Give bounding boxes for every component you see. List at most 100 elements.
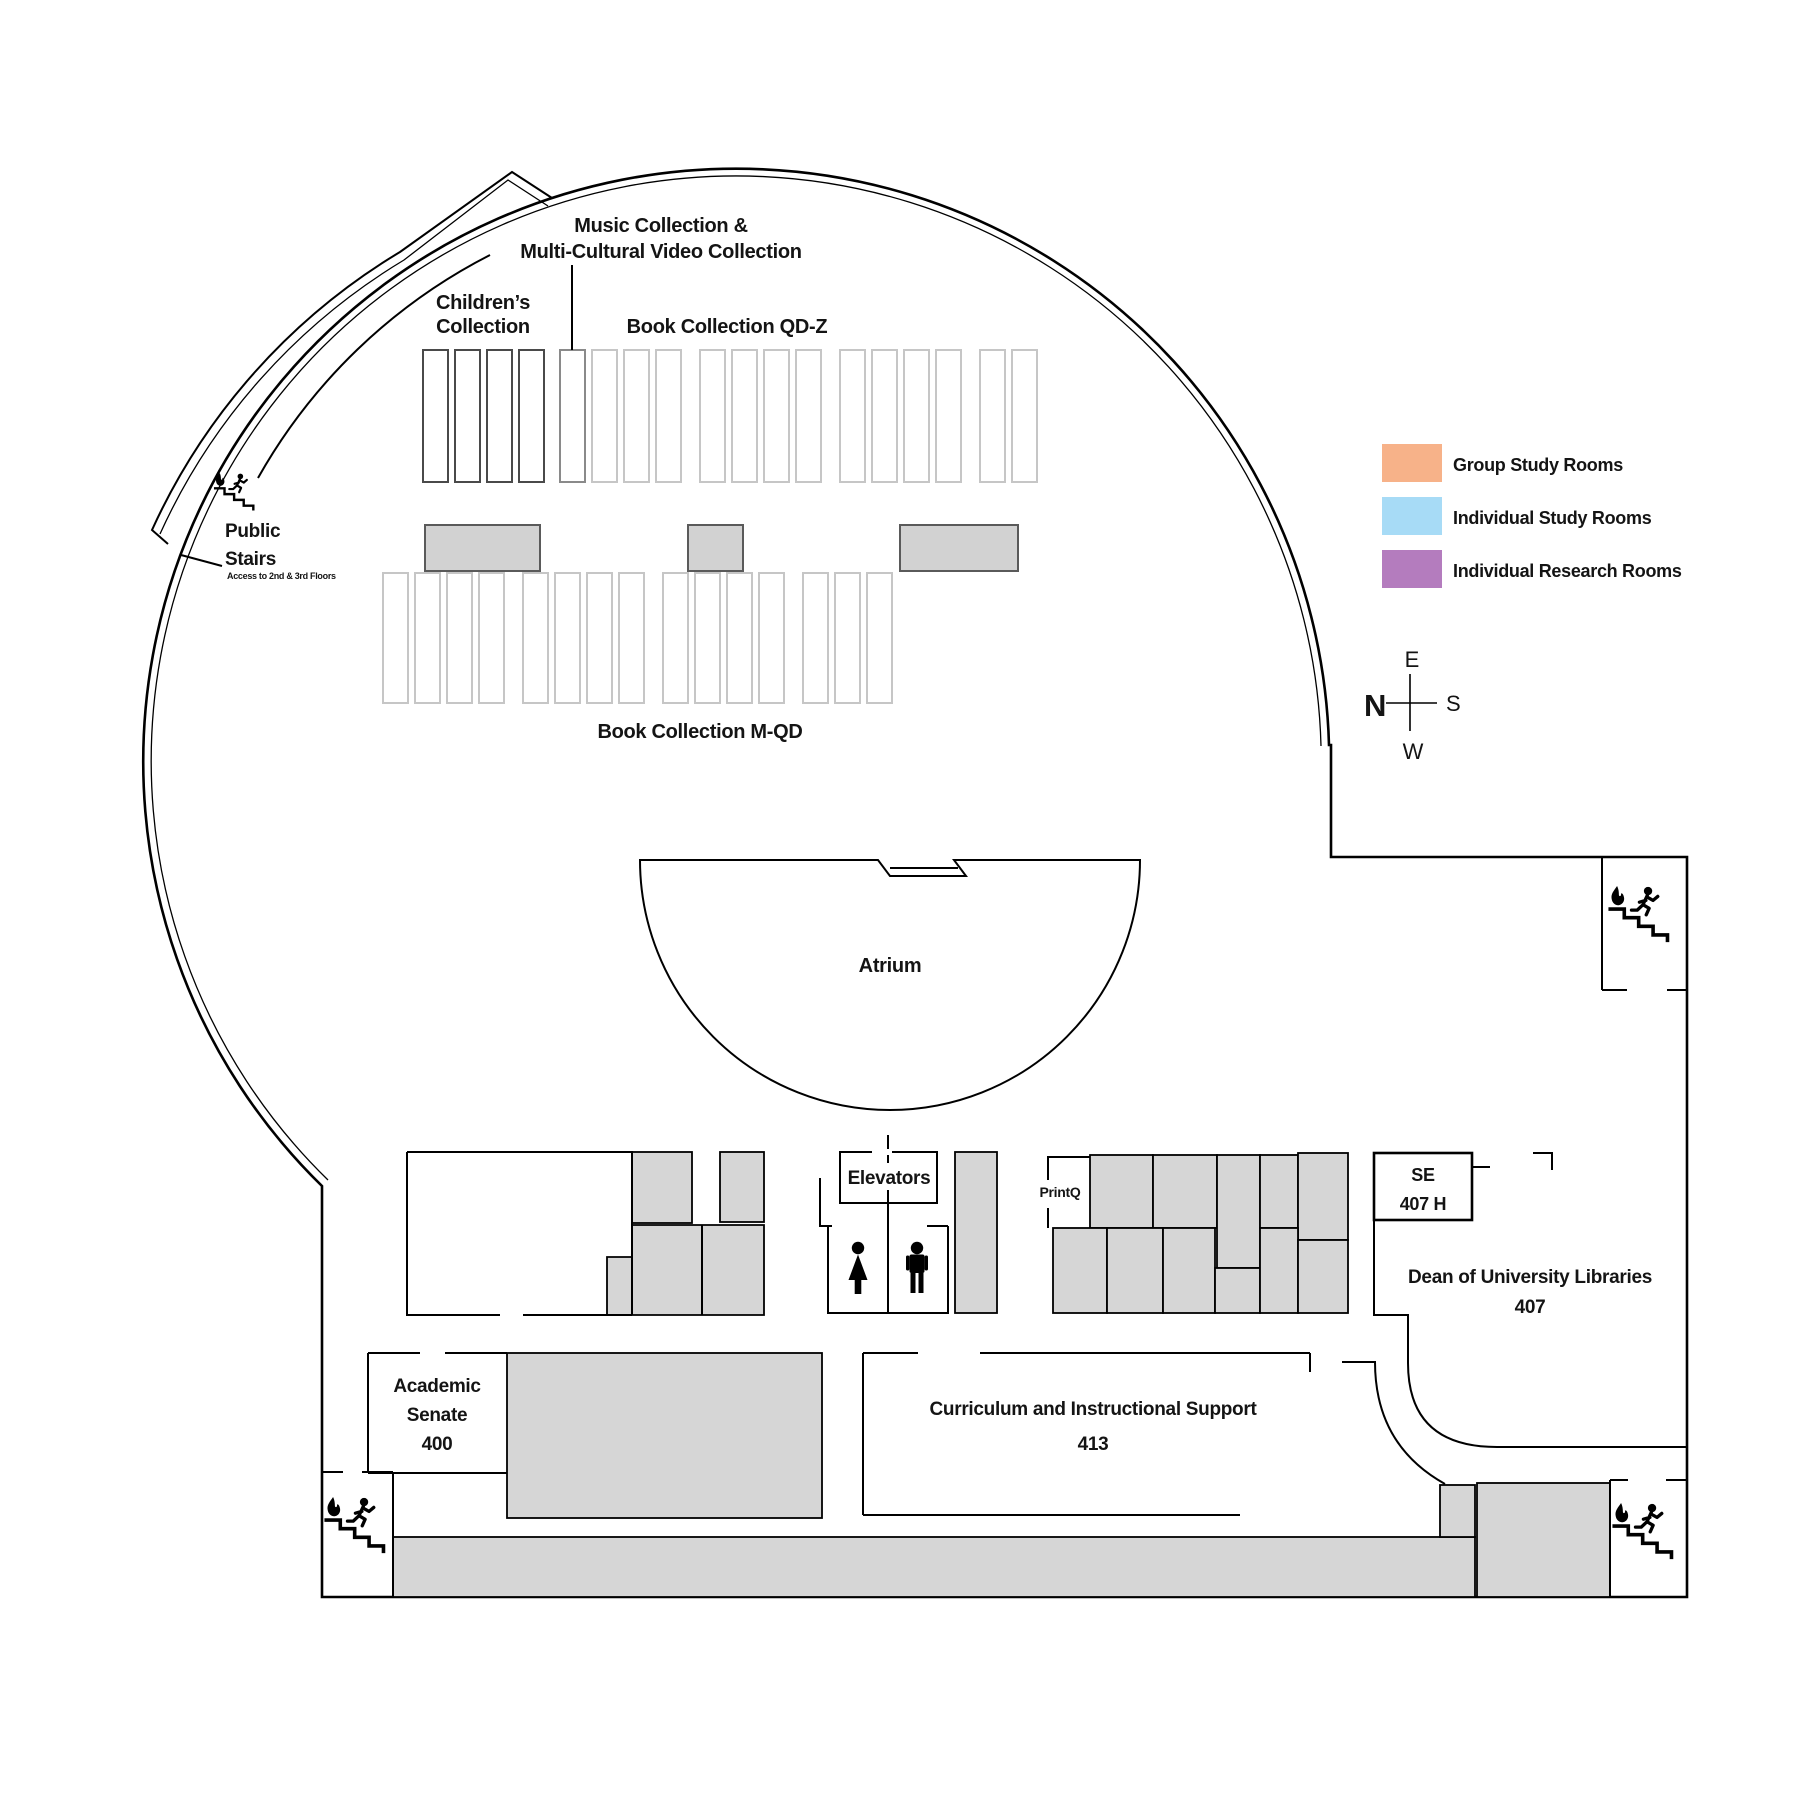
book-stack [795,349,822,483]
compass-south: S [1446,691,1461,716]
legend-swatch-group-study [1382,444,1442,482]
gray-room [1216,1154,1261,1269]
book-stack [518,349,545,483]
gray-room [1052,1227,1108,1314]
book-stack [559,349,586,483]
childrens-collection-label-line2: Collection [436,316,530,338]
gray-room [1089,1154,1154,1229]
academic-senate-label-line3: 400 [422,1434,453,1455]
curriculum-label-line1: Curriculum and Instructional Support [930,1399,1258,1420]
gray-room [631,1151,693,1224]
elevators-box: Elevators [839,1149,938,1204]
academic-senate-label-line1: Academic [393,1376,481,1397]
legend-swatch-individual-research [1382,550,1442,588]
book-stack [758,572,785,704]
outer-stair-band [150,170,553,545]
compass-east: E [1405,647,1420,672]
book-stack [486,349,513,483]
rotunda-inner-wall-line [150,175,1322,1181]
compass-west: W [1403,739,1424,764]
book-stack [1011,349,1038,483]
childrens-collection-label-line1: Children’s [436,292,530,314]
gray-room [1106,1227,1164,1314]
se-407h-room: SE 407 H [1372,1151,1474,1222]
stairwell-top-right-walls [1601,857,1687,991]
music-collection-label-line1: Music Collection & [574,215,748,237]
legend-label-group-study: Group Study Rooms [1453,455,1623,475]
gray-room [392,1536,1476,1598]
gray-room [1297,1152,1349,1241]
book-stack [871,349,898,483]
book-stack [839,349,866,483]
dean-label-line1: Dean of University Libraries [1408,1267,1652,1288]
book-stack [731,349,758,483]
book-stack [414,572,441,704]
book-collection-mqd-label: Book Collection M-QD [597,721,802,743]
book-stack [446,572,473,704]
legend-swatch-individual-study [1382,497,1442,535]
book-stack [586,572,613,704]
book-stack [802,572,829,704]
legend-label-individual-research: Individual Research Rooms [1453,561,1682,581]
reading-table [687,524,744,572]
gray-room [506,1352,823,1519]
book-stack [522,572,549,704]
book-stack [382,572,409,704]
printq-room-walls [1047,1156,1090,1228]
atrium-outline [638,859,1142,1111]
outer-stair-band-inner-line [159,179,549,535]
gray-room [1297,1239,1349,1314]
public-stairs-label-line1: Public [225,521,281,542]
compass-rose: N E S W [1364,647,1461,764]
elevators-label: Elevators [848,1168,931,1189]
office-rooms [392,1151,1611,1598]
curriculum-walls [862,1352,1311,1516]
legend: Group Study Rooms Individual Study Rooms… [1382,444,1682,588]
legend-label-individual-study: Individual Study Rooms [1453,508,1652,528]
book-stack [554,572,581,704]
restroom-walls [819,1135,949,1314]
atrium-label: Atrium [859,955,922,977]
gray-room [719,1151,765,1223]
academic-senate-label-line2: Senate [407,1405,468,1426]
academic-senate-walls [367,1352,507,1474]
public-stairs-note: Access to 2nd & 3rd Floors [227,571,336,581]
book-stack [903,349,930,483]
gray-room [1439,1484,1476,1538]
music-collection-label-line2: Multi-Cultural Video Collection [520,241,801,263]
curved-corridor-walls [1342,1361,1687,1485]
gray-room [1259,1227,1299,1314]
book-stack [694,572,721,704]
stairwell-bottom-left-walls [322,1471,394,1597]
printq-label: PrintQ [1040,1184,1081,1200]
compass-cross [1386,674,1437,731]
book-collection-qdz-label: Book Collection QD-Z [627,316,828,338]
reading-table [899,524,1019,572]
public-stairs-curved-wall [257,254,491,479]
compass-north: N [1364,688,1386,723]
gray-room [1259,1154,1299,1229]
book-stack [655,349,682,483]
public-stairs-label-line2: Stairs [225,549,276,570]
se-label: SE [1411,1165,1435,1185]
gray-room [1476,1482,1611,1598]
book-stacks [382,349,1038,704]
book-stack [726,572,753,704]
public-stairs-leader-line [180,554,223,567]
book-stack [834,572,861,704]
office-block-walls [406,1151,703,1316]
gray-room [954,1151,998,1314]
gray-room [1214,1267,1261,1314]
book-stack [422,349,449,483]
book-stack [618,572,645,704]
book-stack [623,349,650,483]
reading-table [424,524,541,572]
dean-label-line2: 407 [1515,1297,1546,1318]
book-stack [454,349,481,483]
book-stack [979,349,1006,483]
book-stack [699,349,726,483]
book-stack [662,572,689,704]
book-stack [763,349,790,483]
se-room-number: 407 H [1400,1194,1447,1214]
